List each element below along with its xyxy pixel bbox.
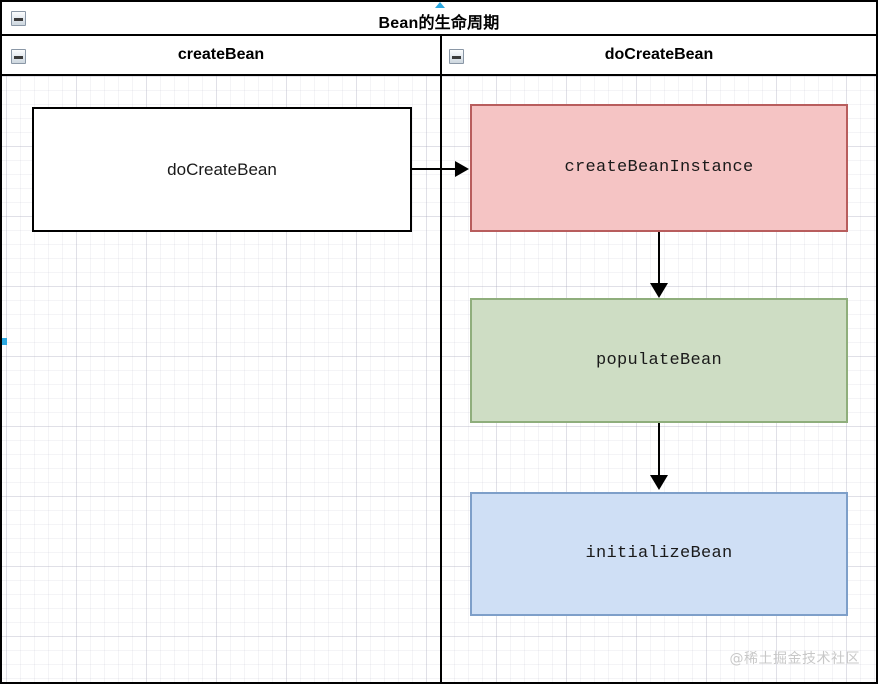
lane-label-docreatebean: doCreateBean xyxy=(604,46,714,63)
watermark: @稀土掘金技术社区 xyxy=(729,651,860,667)
minus-icon[interactable] xyxy=(11,49,26,64)
node-label: initializeBean xyxy=(585,544,733,564)
node-label: doCreateBean xyxy=(167,159,277,179)
lane-label-createbean: createBean xyxy=(177,46,265,63)
node-initializebean[interactable]: initializeBean xyxy=(470,492,848,616)
arrow-down-icon xyxy=(650,283,668,298)
edge-docreatebean-to-createbeaninstance[interactable] xyxy=(412,168,460,170)
arrow-right-icon xyxy=(455,161,469,177)
resize-handle-left[interactable] xyxy=(2,338,7,345)
node-createbeaninstance[interactable]: createBeanInstance xyxy=(470,104,848,232)
node-docreatebean[interactable]: doCreateBean xyxy=(32,107,412,232)
minus-icon[interactable] xyxy=(449,49,464,64)
lane-header-createbean[interactable]: createBean xyxy=(2,36,440,76)
arrow-down-icon xyxy=(650,475,668,490)
pool-title-bar[interactable]: Bean的生命周期 xyxy=(2,2,876,36)
node-populatebean[interactable]: populateBean xyxy=(470,298,848,423)
edge-populatebean-to-initializebean[interactable] xyxy=(658,423,660,477)
page-title: Bean的生命周期 xyxy=(378,15,500,32)
resize-handle-top[interactable] xyxy=(435,2,445,8)
minus-icon[interactable] xyxy=(11,11,26,26)
node-label: createBeanInstance xyxy=(564,158,754,178)
node-label: populateBean xyxy=(595,350,723,370)
edge-createbeaninstance-to-populatebean[interactable] xyxy=(658,232,660,286)
lane-divider xyxy=(440,76,442,682)
lane-header-docreatebean[interactable]: doCreateBean xyxy=(440,36,876,76)
